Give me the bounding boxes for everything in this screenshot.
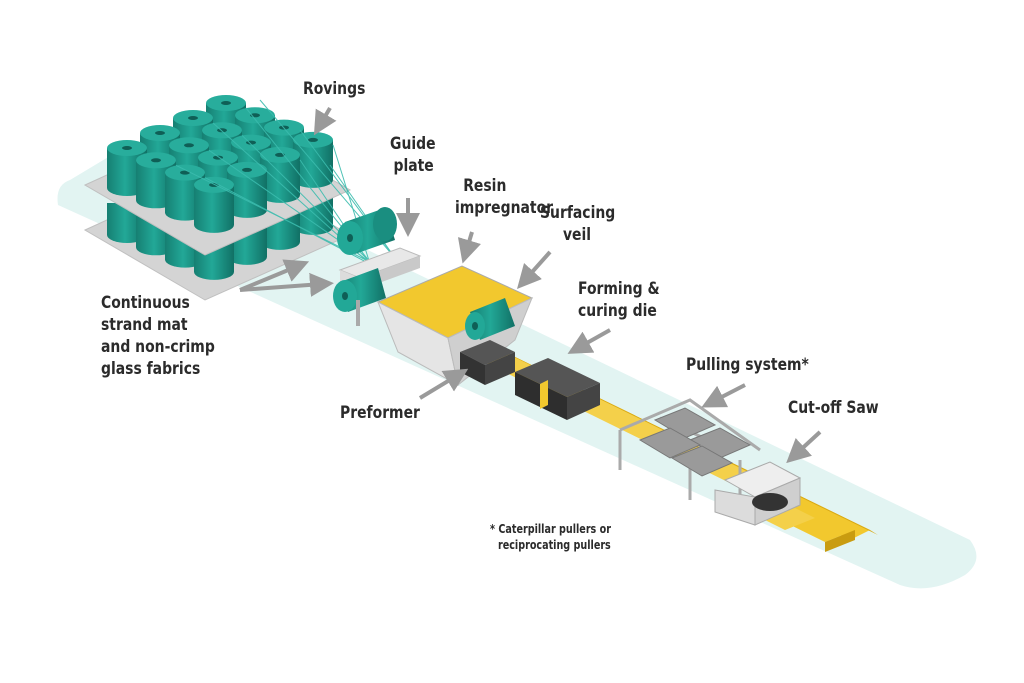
label-die-line-2: curing die bbox=[578, 301, 657, 321]
preformer bbox=[460, 340, 515, 385]
mat-roller-upper bbox=[337, 207, 397, 255]
arrow-saw bbox=[786, 430, 822, 464]
label-mat-line-3: and non-crimp bbox=[101, 337, 215, 357]
roving-spool bbox=[260, 146, 300, 203]
footnote-line-1: * Caterpillar pullers or bbox=[490, 522, 611, 536]
arrow-die bbox=[567, 328, 611, 354]
label-mat-line-4: glass fabrics bbox=[101, 359, 201, 379]
footnote-line-2: reciprocating pullers bbox=[498, 538, 611, 552]
roving-spool bbox=[293, 131, 333, 188]
label-rovings: Rovings bbox=[303, 79, 366, 99]
label-cut-off-saw: Cut-off Saw bbox=[788, 398, 879, 418]
label-forming-curing-die: Forming &curing die bbox=[578, 278, 660, 322]
arrow-veil bbox=[517, 250, 552, 289]
label-pulling-system: Pulling system* bbox=[686, 355, 809, 375]
label-resin-line-1: Resin bbox=[463, 176, 507, 196]
arrow-mat-2 bbox=[239, 272, 334, 297]
footnote: * Caterpillar pullers or reciprocating pu… bbox=[490, 521, 611, 553]
label-guide-plate-line-2: plate bbox=[393, 156, 434, 176]
arrow-rovings bbox=[313, 106, 337, 136]
label-mat-line-2: strand mat bbox=[101, 315, 188, 335]
label-mat-line-1: Continuous bbox=[101, 293, 190, 313]
forming-curing-die bbox=[515, 358, 600, 420]
arrow-preformer bbox=[418, 368, 469, 400]
roving-spool bbox=[194, 176, 234, 233]
caterpillar-pullers bbox=[638, 407, 752, 477]
label-veil-line-1: Surfacing bbox=[540, 203, 616, 223]
cut-off-saw bbox=[714, 461, 802, 526]
label-die-line-1: Forming & bbox=[578, 279, 660, 299]
arrow-resin bbox=[457, 231, 481, 264]
label-veil-line-2: veil bbox=[562, 225, 592, 245]
surfacing-veil-roller bbox=[465, 298, 515, 340]
label-preformer: Preformer bbox=[340, 403, 420, 423]
mat-roller-lower bbox=[333, 268, 386, 326]
label-resin-line-2: impregnator bbox=[455, 198, 554, 218]
arrow-pulling bbox=[701, 383, 746, 408]
label-guide-plate-line-1: Guide bbox=[390, 134, 436, 154]
arrow-mat-1 bbox=[239, 259, 310, 292]
